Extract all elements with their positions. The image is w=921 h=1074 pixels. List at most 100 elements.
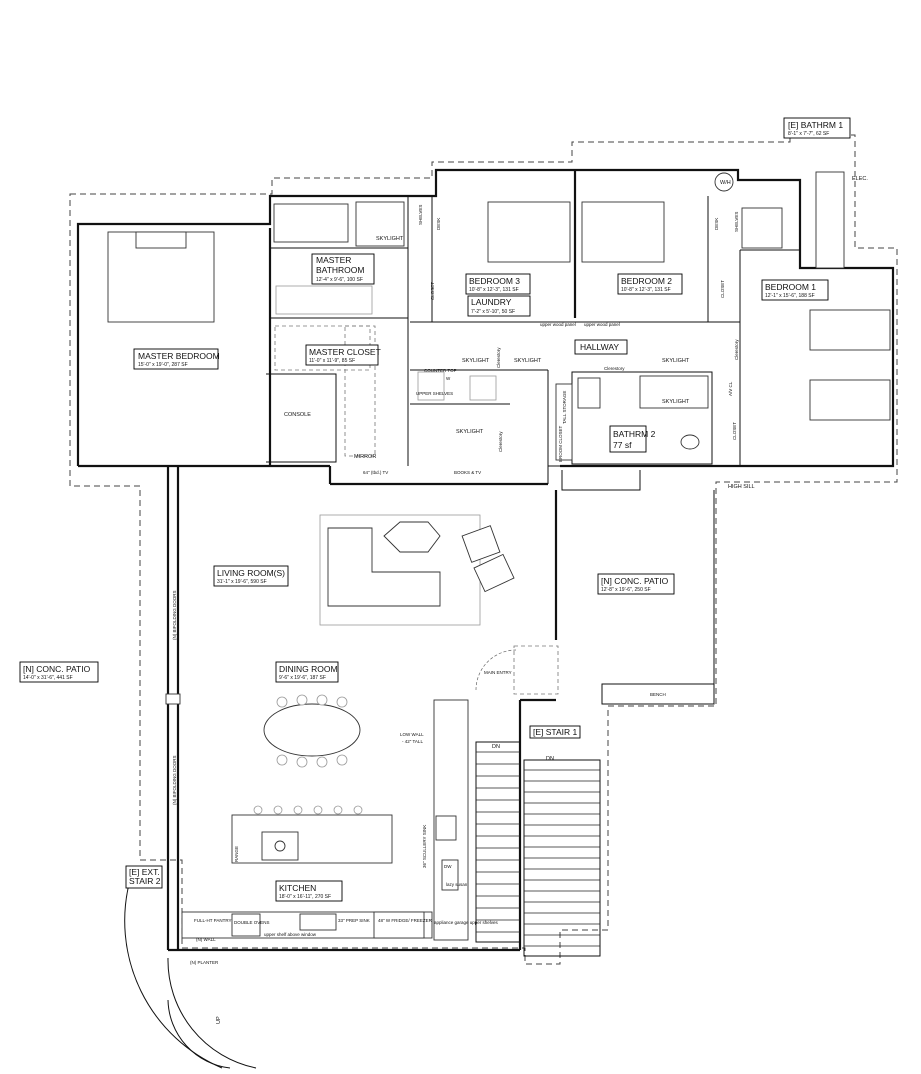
patio-right-name: [N] CONC. PATIO: [601, 576, 669, 586]
coffee-table: [383, 521, 441, 553]
label-box: [275, 661, 339, 683]
sectional-sofa: [327, 527, 441, 607]
desk-note: DESK: [436, 218, 441, 230]
bedroom-2-area: 10'-8" x 12'-3", 131 SF: [621, 287, 671, 293]
mirror-note: MIRROR: [354, 454, 376, 460]
washer-note: W: [446, 376, 451, 381]
tall-storage: [555, 383, 573, 461]
upper-shelves-note: UPPER SHELVES: [416, 391, 453, 396]
closet-note: CLOSET: [720, 280, 725, 298]
main-entry-note: MAIN ENTRY: [484, 670, 512, 675]
label-box: [609, 425, 647, 453]
shelves-note: SHELVES: [734, 212, 739, 232]
bedroom-1-name: BEDROOM 1: [765, 282, 816, 292]
bedroom-3-area: 10'-8" x 12'-3", 131 SF: [469, 287, 519, 293]
double-ovens-note: DOUBLE OVENS: [234, 920, 270, 925]
label-box: [19, 661, 99, 683]
master-closet-name: MASTER CLOSET: [309, 347, 381, 357]
av-closet-note: A/V CL: [728, 381, 733, 396]
bath2-tub: [639, 375, 709, 409]
range-note: RANGE: [234, 846, 239, 862]
upper-wood-panel-note: upper wood panel: [584, 322, 620, 327]
master-bedroom-name: MASTER BEDROOM: [138, 351, 220, 361]
n-wall-note: (N) WALL: [196, 937, 216, 942]
dining-room-area: 9'-6" x 19'-6", 187 SF: [279, 675, 326, 681]
fridge: [373, 911, 425, 939]
low-wall-note: LOW WALL: [400, 732, 424, 737]
label-box: [275, 880, 343, 902]
label-box: [465, 273, 531, 295]
bedroom-3-name: BEDROOM 3: [469, 276, 520, 286]
n-planter-note: (N) PLANTER: [190, 960, 219, 965]
counter-top-note: COUNTER TOP: [424, 368, 457, 373]
bedroom2-bed: [581, 201, 665, 263]
bedroom1-bed: [809, 379, 891, 421]
laundry-area: 7'-2" x 5'-10", 50 SF: [471, 309, 515, 315]
fridge-note: 48" W FRIDGE/ FREEZER: [378, 918, 433, 923]
label-box: [761, 279, 829, 301]
closet-note: CLOSET: [430, 282, 435, 300]
label-box: [213, 565, 289, 587]
exterior-wall-upper: [76, 168, 895, 468]
broom-closet-note: BROOM CLOSET: [558, 425, 563, 462]
clerestory-note: Clerestory: [496, 347, 501, 368]
door-swing: [475, 649, 517, 691]
patio-left-area: 14'-0" x 31'-6", 441 SF: [23, 675, 73, 681]
island-stools: [253, 805, 363, 815]
wh-note: W/H: [720, 180, 731, 186]
dining-table: [263, 703, 361, 757]
wall-segment: [266, 373, 337, 463]
bedroom3-bed: [487, 201, 571, 263]
scullery-dw-note: DW: [444, 864, 452, 869]
double-ovens: [231, 913, 261, 937]
kitchen-name: KITCHEN: [279, 883, 316, 893]
skylight-note: SKYLIGHT: [514, 358, 542, 364]
scullery-dw: [441, 859, 459, 891]
master-shower: [355, 201, 405, 247]
label-box: [783, 117, 851, 139]
skylight-note: SKYLIGHT: [462, 358, 490, 364]
dining-room-name: DINING ROOM: [279, 664, 338, 674]
bedroom-2-name: BEDROOM 2: [621, 276, 672, 286]
stair-dn-note: DN: [546, 756, 554, 762]
label-box: [305, 344, 379, 366]
living-room-name: LIVING ROOM(S): [217, 568, 285, 578]
pillows: [135, 231, 187, 249]
scullery-sink-note: 36" SCULLERY SINK: [422, 825, 427, 868]
label-box: [467, 295, 531, 317]
bifold-doors-note: (N) BIFOLDING DOORS: [172, 755, 177, 805]
books-tv-note: BOOKS & TV: [454, 470, 481, 475]
bath2-vanity: [577, 377, 601, 409]
stair-up-note: UP: [216, 1016, 222, 1024]
patio-left-name: [N] CONC. PATIO: [23, 664, 91, 674]
low-wall-height-note: - 42" TALL: [402, 739, 423, 744]
stair-1-name: [E] STAIR 1: [533, 727, 578, 737]
bathrm-2-name: BATHRM 2: [613, 429, 656, 439]
clerestory-note: Clerestory: [604, 366, 625, 371]
patio-right-area: 12'-8" x 19'-6", 250 SF: [601, 587, 651, 593]
living-room-area: 31'-1" x 19'-6", 590 SF: [217, 579, 267, 585]
label-box: [597, 573, 675, 595]
washer: [417, 371, 445, 401]
bedroom1-bed: [809, 309, 891, 351]
desk-note: DESK: [714, 218, 719, 230]
master-bathroom-area: 12'-4" x 9'-6", 100 SF: [316, 277, 363, 283]
pantry-note: FULL-HT PANTRY: [194, 918, 232, 923]
clerestory-note: Clerestory: [734, 339, 739, 360]
bath2-toilet: [680, 434, 700, 450]
bath1-shower: [741, 207, 783, 249]
skylight-note: SKYLIGHT: [662, 358, 690, 364]
upper-shelf-note: upper shelf above window: [264, 932, 317, 937]
skylight-note: SKYLIGHT: [376, 236, 404, 242]
bench: [601, 683, 715, 705]
entry-canopy: [513, 645, 559, 695]
wall-segment: [561, 470, 641, 491]
label-box: [574, 339, 628, 355]
bathrm-1-area: 8'-1" x 7'-7", 62 SF: [788, 131, 829, 137]
tall-storage-note: TALL STORAGE: [562, 391, 567, 424]
upper-wood-panel-note: upper wood panel: [540, 322, 576, 327]
label-box: [529, 725, 581, 739]
master-bedroom-area: 15'-0" x 19'-0", 287 SF: [138, 362, 188, 368]
armchair: [473, 553, 515, 593]
